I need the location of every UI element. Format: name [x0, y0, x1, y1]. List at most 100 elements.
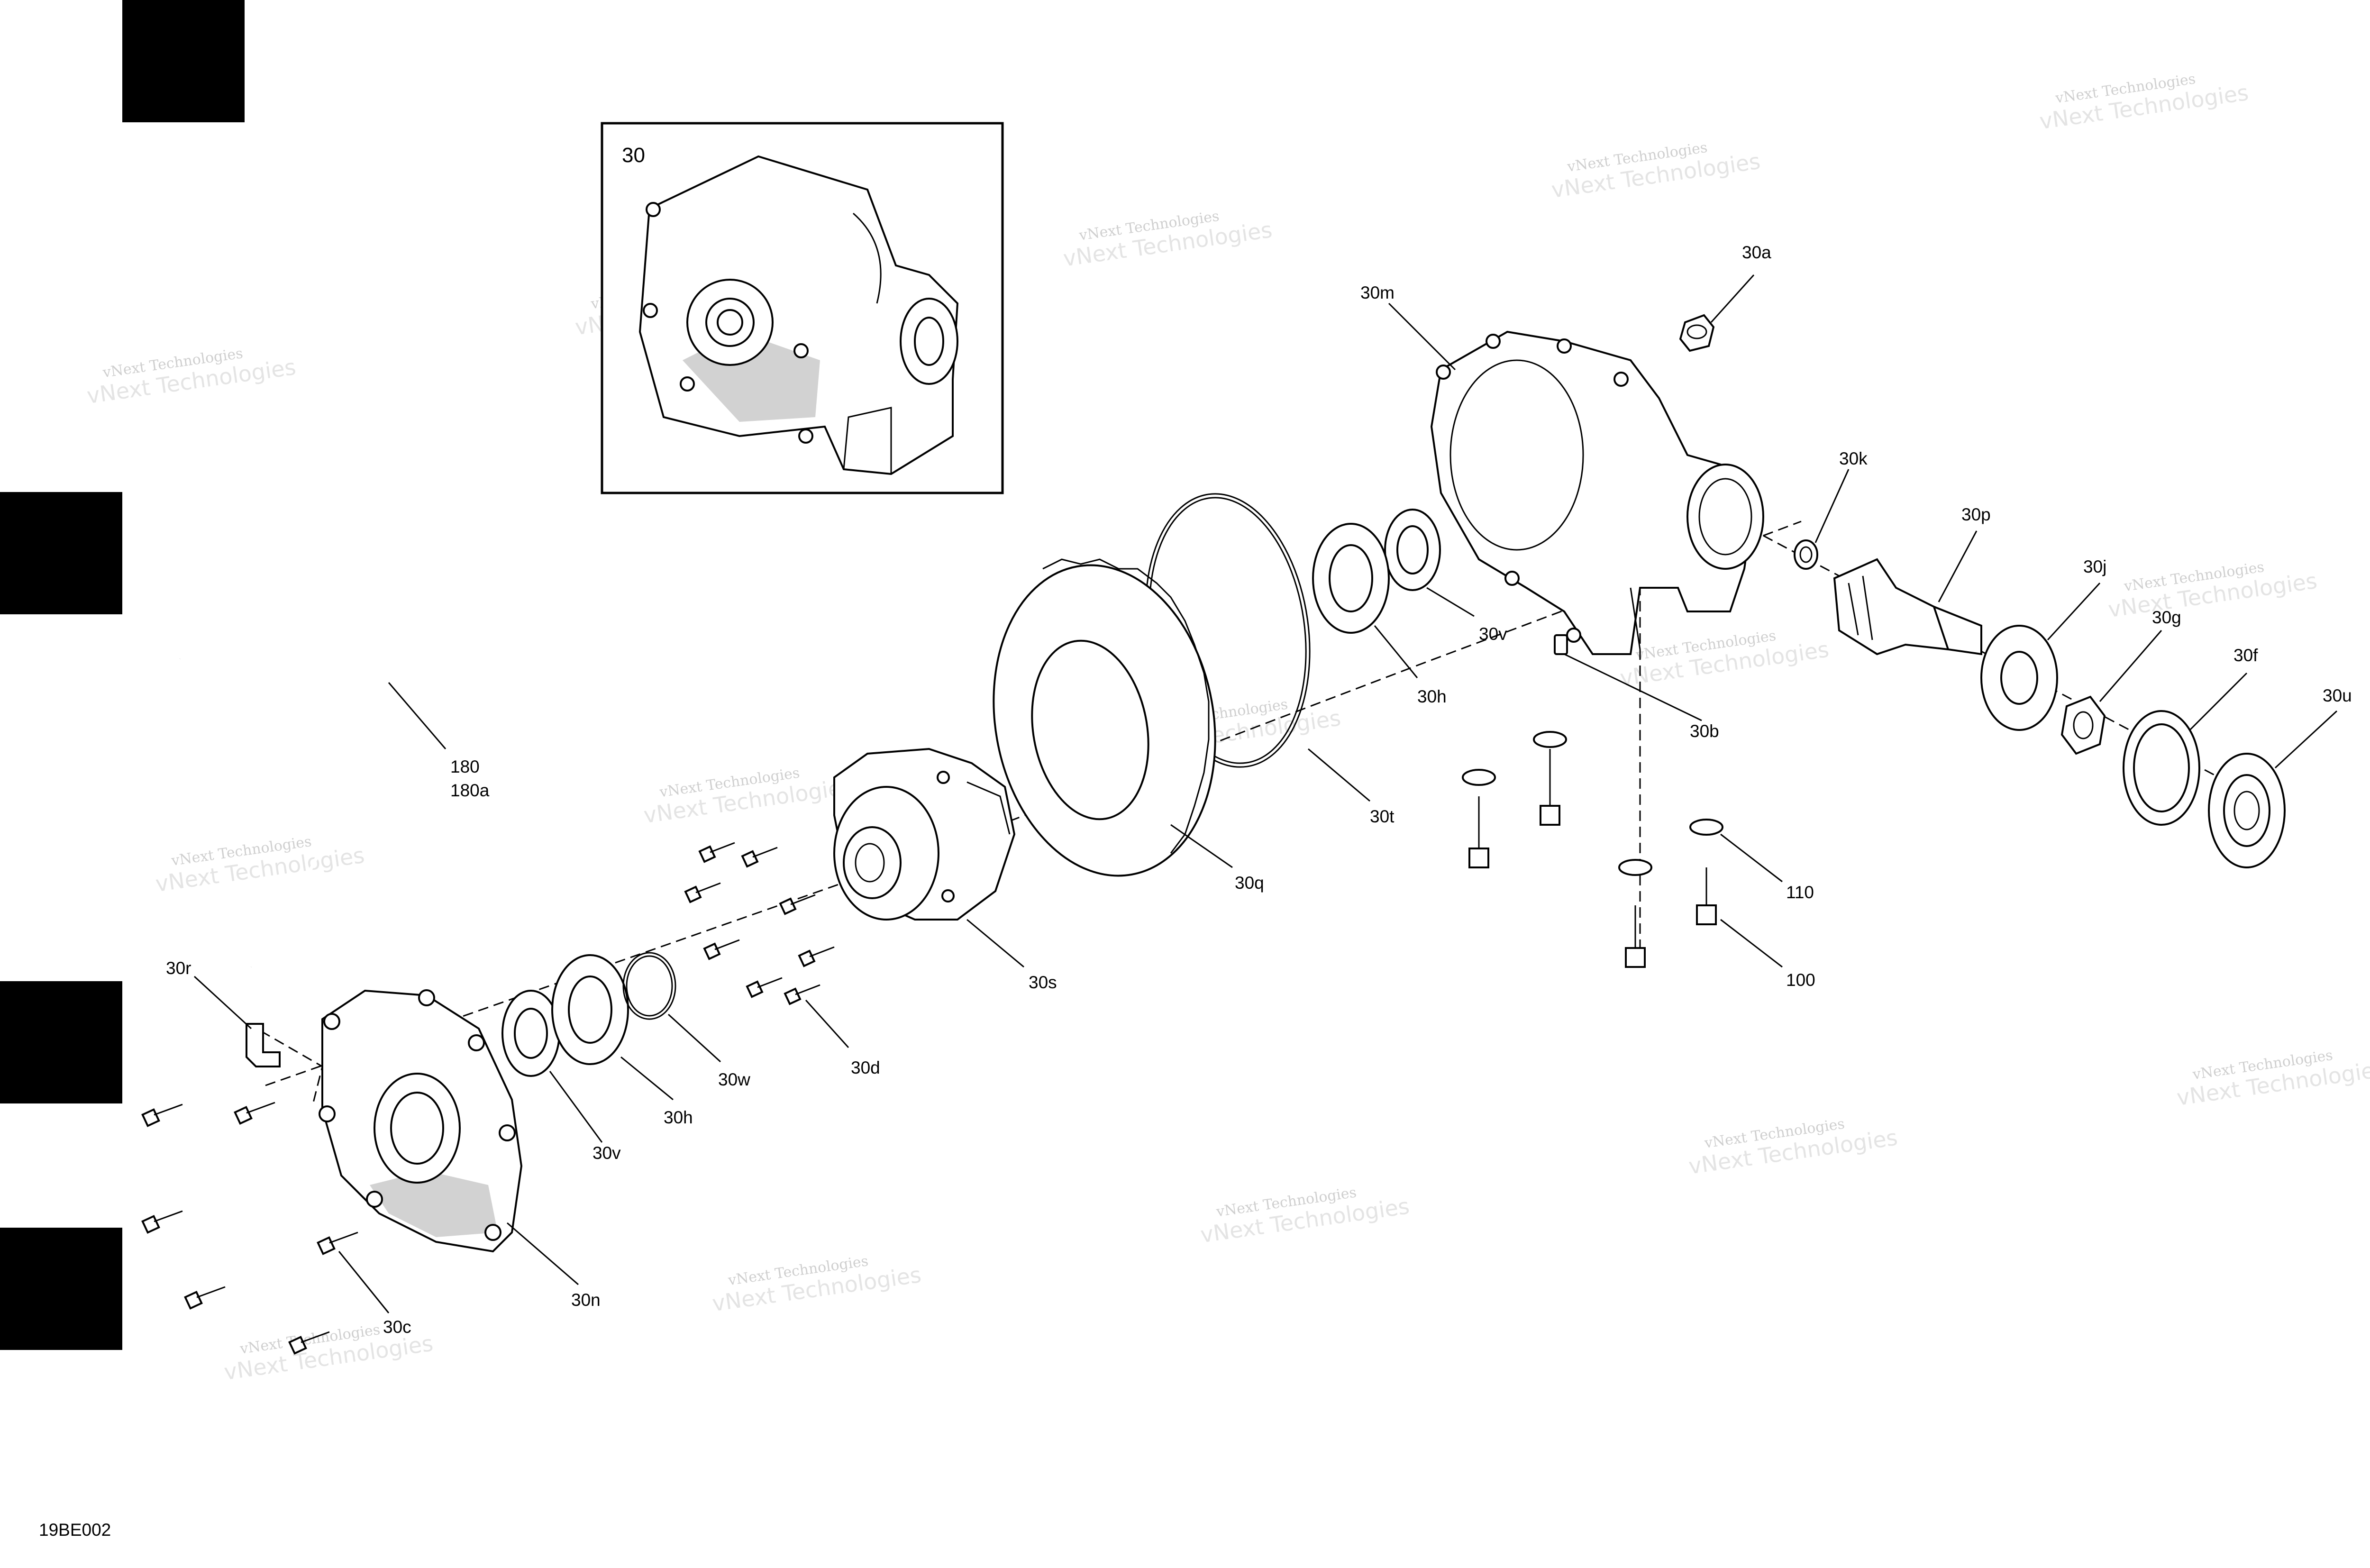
- bolt: [141, 1103, 183, 1127]
- bolt: [234, 1102, 275, 1125]
- leader-line: [1564, 653, 1702, 721]
- retainer-30f: [2123, 710, 2200, 826]
- fasteners: [141, 731, 1723, 1355]
- leader-line: [1374, 625, 1418, 678]
- leader-line: [966, 919, 1024, 968]
- leader-line: [667, 1013, 721, 1063]
- plug-30a: [1679, 314, 1715, 352]
- callout-30f: 30f: [2233, 646, 2258, 665]
- callout-180a: 180a: [450, 781, 490, 800]
- leader-line: [1814, 469, 1850, 543]
- bolt: [784, 984, 820, 1005]
- seal-30v-bottom: [501, 990, 560, 1077]
- bolt: [288, 1331, 330, 1355]
- callout-30t: 30t: [1370, 807, 1395, 826]
- leader-line: [1720, 833, 1783, 883]
- leader-lines: [193, 274, 2338, 1313]
- bearing-30h-bottom: [551, 954, 629, 1065]
- seal-30u: [2208, 753, 2286, 868]
- page-edge-tabs: [0, 0, 245, 1350]
- ring-gear-30q: [993, 558, 1216, 877]
- seal-30v-top: [1384, 509, 1441, 591]
- callout-30n: 30n: [571, 1290, 601, 1310]
- bolt: [184, 1286, 226, 1310]
- bolt: [1625, 905, 1646, 968]
- breather-axis: [260, 1030, 323, 1105]
- leader-line: [2274, 710, 2338, 769]
- bolt: [698, 842, 735, 863]
- callout-30d: 30d: [851, 1058, 880, 1077]
- elbow-fitting-30r: [246, 1023, 281, 1067]
- callout-labels: 30a 30m 30k 30p 30j 30g 30f 30u 30v 30h …: [166, 243, 2352, 1337]
- callout-30m: 30m: [1360, 283, 1395, 302]
- nut-30g: [2060, 695, 2106, 755]
- bolt: [779, 894, 816, 915]
- needle-bearing-30k: [1794, 539, 1818, 570]
- callout-30v-bottom: 30v: [592, 1143, 621, 1163]
- leader-line: [338, 1251, 390, 1313]
- callout-110: 110: [1786, 883, 1814, 902]
- leader-line: [1426, 587, 1475, 617]
- bolt: [798, 946, 835, 967]
- edge-tab-1: [122, 0, 245, 122]
- differential-carrier-30s: [833, 748, 1016, 921]
- housing-30m: [1430, 330, 1764, 655]
- figure-code: 19BE002: [39, 1520, 111, 1540]
- leader-line: [1308, 748, 1370, 802]
- leader-line: [507, 1222, 579, 1285]
- leader-line: [549, 1071, 603, 1143]
- assembly-inset: 30: [601, 122, 1004, 494]
- bolt: [1540, 749, 1560, 826]
- bolt: [684, 882, 721, 903]
- leader-line: [388, 682, 447, 749]
- callout-30b: 30b: [1690, 721, 1719, 741]
- callout-180: 180: [450, 757, 480, 776]
- bolt: [703, 939, 740, 960]
- callout-30a: 30a: [1742, 243, 1771, 262]
- drain-plug-30b: [1554, 634, 1568, 655]
- callout-30h-bottom: 30h: [664, 1108, 693, 1127]
- callout-30w: 30w: [718, 1070, 750, 1089]
- leader-line: [1720, 919, 1783, 968]
- washer: [1618, 859, 1652, 876]
- bolt: [1468, 796, 1489, 868]
- callout-30u: 30u: [2323, 686, 2352, 705]
- leader-line: [1710, 274, 1755, 323]
- callout-30s: 30s: [1029, 973, 1057, 992]
- leader-line: [193, 975, 252, 1030]
- cover-30n: [319, 989, 523, 1253]
- washer-110: [1689, 819, 1723, 836]
- leader-line: [2099, 630, 2162, 702]
- bolt: [141, 1210, 183, 1234]
- bearing-30j: [1980, 625, 2058, 731]
- washer: [1533, 731, 1567, 748]
- leader-line: [1938, 530, 1978, 602]
- callout-30p: 30p: [1961, 505, 1991, 524]
- callout-30g: 30g: [2152, 608, 2181, 627]
- callout-100: 100: [1786, 970, 1815, 990]
- inset-label: 30: [622, 144, 645, 167]
- leader-line: [1170, 824, 1233, 868]
- edge-tab-2: [0, 492, 122, 614]
- washer: [1462, 769, 1496, 786]
- leader-line: [2189, 672, 2248, 731]
- o-ring-30w: [622, 952, 676, 1020]
- edge-tab-3: [0, 981, 122, 1103]
- callout-30h-top: 30h: [1417, 687, 1447, 706]
- bolt: [741, 847, 778, 868]
- callout-30c: 30c: [383, 1317, 411, 1337]
- bearing-30h-top: [1312, 523, 1390, 634]
- assembled-housing-drawing: [638, 155, 959, 475]
- callout-30j: 30j: [2083, 557, 2106, 576]
- leader-line: [805, 999, 849, 1048]
- callout-30q: 30q: [1235, 873, 1264, 893]
